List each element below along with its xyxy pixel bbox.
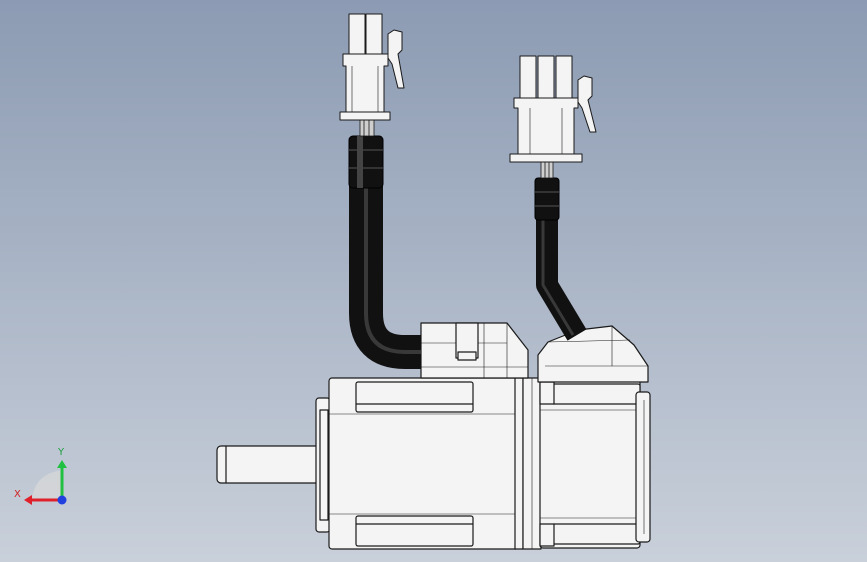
triad-y-label: Y [57, 447, 65, 458]
encoder-cable-gland[interactable] [537, 325, 649, 383]
servo-motor-model[interactable] [216, 322, 651, 550]
front-flange[interactable] [315, 397, 331, 533]
power-plug-connector[interactable] [339, 13, 405, 121]
triad-x-label: X [14, 489, 21, 500]
power-cable-gland[interactable] [420, 322, 529, 379]
body-joint [514, 377, 542, 550]
power-cable[interactable] [348, 135, 421, 369]
encoder-housing[interactable] [539, 379, 651, 549]
power-wires [359, 117, 375, 137]
axis-triad: X Y [14, 447, 67, 505]
encoder-plug-connector[interactable] [509, 55, 597, 163]
encoder-cable[interactable] [534, 177, 587, 341]
motor-shaft[interactable] [216, 445, 322, 484]
encoder-wires [540, 159, 554, 179]
triad-plane-shading [32, 470, 62, 500]
motor-body[interactable] [328, 377, 520, 550]
